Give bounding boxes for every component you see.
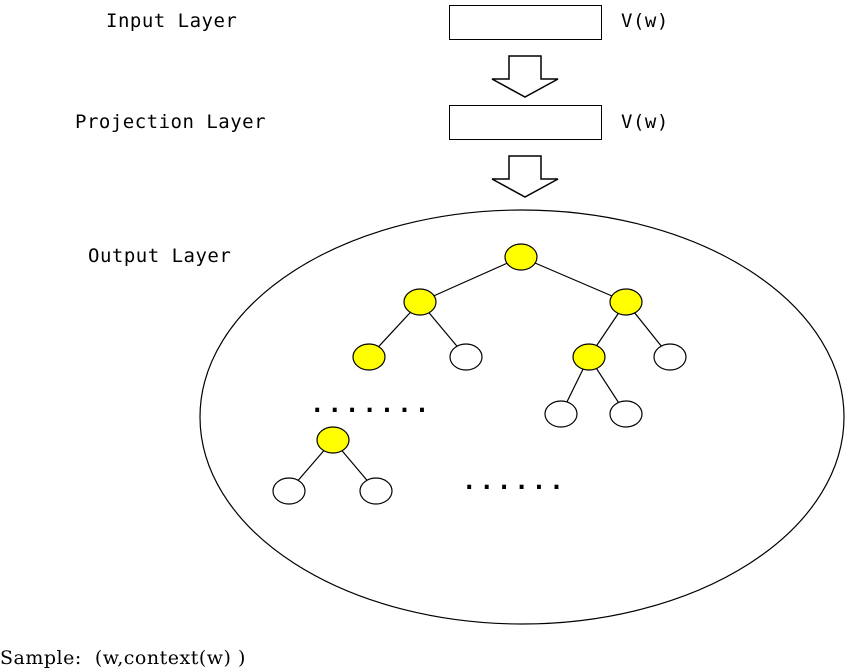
down-arrow-projection-to-output — [491, 155, 559, 198]
sample-caption: Sample: (w,context(w) ) — [0, 647, 246, 669]
projection-layer-box — [449, 105, 602, 140]
node-right-right-plain — [653, 343, 687, 371]
node-lower-right-plain — [359, 477, 393, 505]
input-layer-box — [449, 5, 602, 40]
projection-layer-label: Projection Layer — [75, 111, 267, 133]
node-rl-left-plain — [544, 400, 578, 428]
node-left-right-plain — [449, 343, 483, 371]
output-layer-ellipse — [199, 209, 845, 625]
node-lower-highlighted — [316, 426, 350, 454]
down-arrow-input-to-projection — [491, 55, 559, 98]
node-left-highlighted — [403, 288, 437, 316]
tree-ellipsis-upper: ....... — [310, 390, 433, 418]
tree-edges — [288, 256, 671, 492]
node-rl-right-plain — [609, 400, 643, 428]
node-right-left-highlighted — [572, 343, 606, 371]
node-root-highlighted — [504, 243, 538, 271]
tree-nodes — [272, 243, 687, 505]
edge-root-left — [419, 256, 522, 303]
input-layer-label: Input Layer — [106, 10, 238, 32]
projection-vector-label: V(w) — [621, 111, 669, 133]
edge-root-right — [520, 256, 627, 303]
input-vector-label: V(w) — [621, 10, 669, 32]
tree-ellipsis-lower: ...... — [462, 467, 567, 495]
node-left-left-highlighted — [352, 343, 386, 371]
node-right-highlighted — [609, 288, 643, 316]
output-layer-label: Output Layer — [88, 245, 232, 267]
node-lower-left-plain — [272, 477, 306, 505]
